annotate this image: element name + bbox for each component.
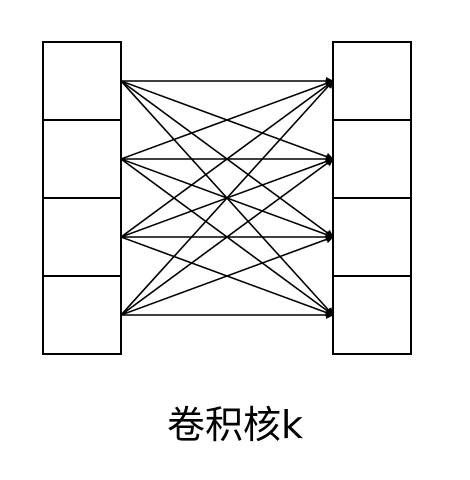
connection-lines: [120, 77, 334, 319]
input-cell-4: [42, 275, 122, 355]
connection-arrow-4-2: [120, 158, 334, 316]
output-cell-1: [332, 41, 412, 121]
input-column: [42, 41, 122, 355]
input-cell-1: [42, 41, 122, 121]
connection-arrow-4-1: [120, 80, 334, 316]
input-cell-3: [42, 197, 122, 277]
connection-arrow-4-3: [120, 235, 334, 316]
connection-arrow-2-1: [120, 79, 334, 160]
connection-arrow-3-1: [120, 80, 334, 238]
output-cell-2: [332, 119, 412, 199]
input-cell-2: [42, 119, 122, 199]
diagram-caption: 卷积核k: [167, 403, 303, 447]
output-cell-4: [332, 275, 412, 355]
output-column: [332, 41, 412, 355]
output-cell-3: [332, 197, 412, 277]
